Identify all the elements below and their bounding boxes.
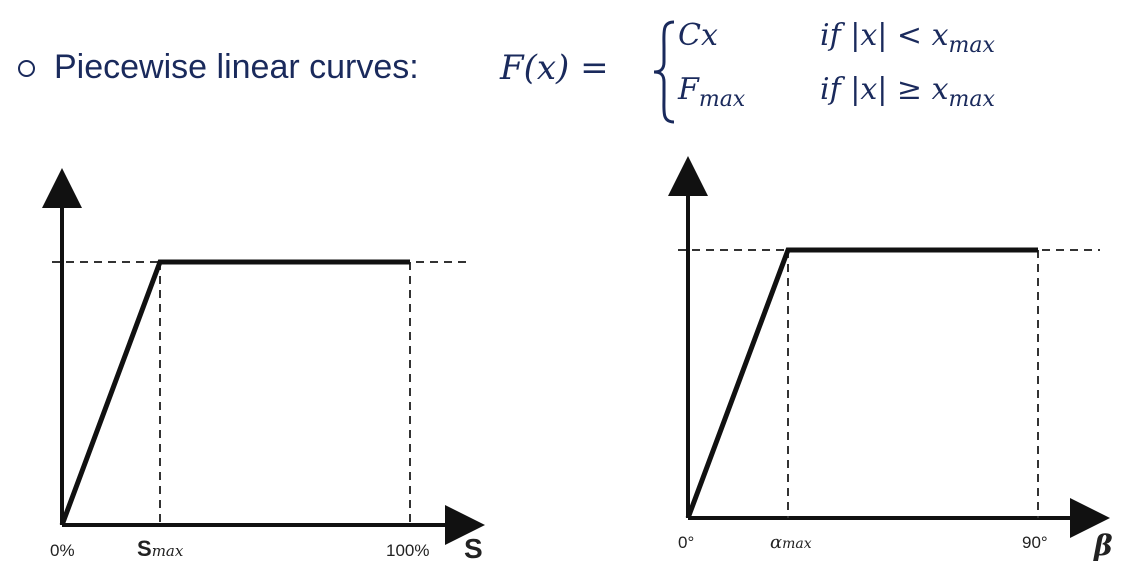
case-1-value: Cx — [678, 18, 718, 53]
formula-lhs: F(x) = — [500, 48, 609, 88]
right-tick-end: 90° — [1022, 533, 1048, 552]
left-x-axis-name: S — [464, 533, 483, 563]
left-brace-icon — [653, 20, 675, 124]
right-tick-knee: αmax — [770, 532, 812, 553]
bullet-circle-icon — [18, 60, 35, 77]
case-1-condition: if |x| < xmax — [820, 18, 995, 58]
right-piecewise-curve — [685, 247, 1038, 519]
left-tick-knee: Smax — [137, 536, 184, 561]
piecewise-formula: F(x) = Cx if |x| < xmax Fmax if |x| ≥ xm… — [500, 14, 1120, 124]
case-2-value: Fmax — [678, 72, 746, 112]
left-tick-start: 0% — [50, 541, 75, 560]
left-plot: 0% Smax 100% S — [42, 168, 485, 563]
right-tick-start: 0° — [678, 533, 694, 552]
right-x-axis-name: β — [1093, 529, 1113, 562]
left-tick-end: 100% — [386, 541, 429, 560]
right-plot: 0° αmax 90° β — [668, 156, 1113, 562]
bullet-text: Piecewise linear curves: — [54, 48, 419, 86]
case-2-condition: if |x| ≥ xmax — [820, 72, 995, 112]
left-piecewise-curve — [59, 259, 410, 526]
